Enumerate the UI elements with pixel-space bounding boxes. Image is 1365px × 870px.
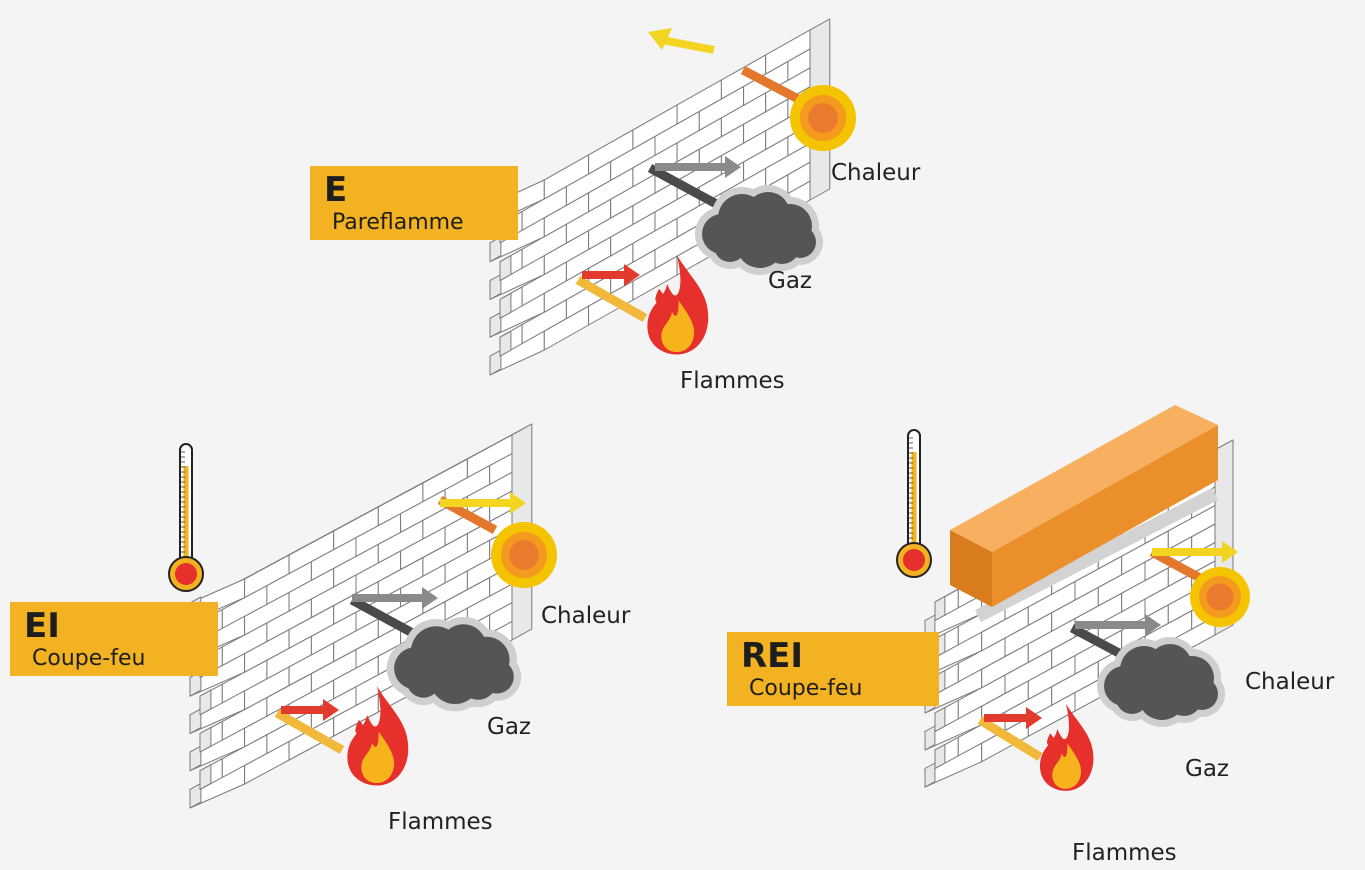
flame-rod xyxy=(575,276,648,322)
thermometer-icon xyxy=(168,443,204,592)
flame-rod xyxy=(977,716,1043,761)
flame-inner xyxy=(361,731,395,784)
brick-end xyxy=(489,274,502,300)
brick-end xyxy=(199,764,212,790)
gas-rod xyxy=(349,596,421,640)
panel-ei-subtitle: Coupe-feu xyxy=(32,646,146,671)
brick-end xyxy=(499,255,512,282)
brick-end xyxy=(499,292,512,319)
cloud-puff xyxy=(1166,680,1202,716)
brick-end xyxy=(924,725,936,751)
brick-end xyxy=(924,762,936,788)
gas-arrow xyxy=(655,156,741,178)
thermometer-icon xyxy=(896,429,932,578)
panel-ei-label-box: EI Coupe-feu xyxy=(10,602,218,676)
beam-shadow xyxy=(975,488,1218,622)
brick-end xyxy=(934,744,946,769)
thermometer-level xyxy=(183,466,189,580)
panel-e-subtitle: Pareflamme xyxy=(332,210,464,235)
heat-rod xyxy=(740,66,803,104)
brick-end xyxy=(189,745,202,772)
panel-e-label-box: E Pareflamme xyxy=(310,166,518,240)
flame-icon xyxy=(347,686,409,786)
gas-cloud-icon xyxy=(1097,637,1225,727)
brick-end xyxy=(199,726,212,753)
beam-top xyxy=(950,405,1218,552)
flame-inner xyxy=(661,300,695,353)
beam-end xyxy=(950,530,992,607)
gas-cloud-icon xyxy=(386,616,522,712)
panel-rei-heat-label: Chaleur xyxy=(1245,669,1335,695)
panel-ei-heat-label: Chaleur xyxy=(541,603,631,629)
cloud-puff xyxy=(764,228,800,264)
gas-arrow xyxy=(1075,614,1161,636)
load-beam xyxy=(950,405,1218,622)
panel-rei-label-box: REI Coupe-feu xyxy=(727,632,939,706)
thermometer-bulb xyxy=(175,563,197,585)
flame-arrow xyxy=(281,699,339,721)
panel-e-gas-label: Gaz xyxy=(768,268,812,294)
heat-arrow-shaft xyxy=(661,36,715,54)
heat-arrow-head xyxy=(648,28,672,50)
brick-end xyxy=(189,782,202,809)
flame-drop xyxy=(1046,733,1055,746)
panel-ei-code: EI xyxy=(24,606,60,646)
thermometer-bulb xyxy=(903,549,925,571)
flame-drop xyxy=(355,719,364,735)
gas-arrow xyxy=(352,587,438,609)
flame-arrow xyxy=(984,707,1042,729)
panel-rei-gas-label: Gaz xyxy=(1185,756,1229,782)
gas-cloud-icon xyxy=(695,185,823,275)
brick-end xyxy=(499,330,512,357)
brick-end xyxy=(189,708,202,734)
heat-sun-core xyxy=(509,540,539,570)
heat-arrow xyxy=(440,492,526,514)
flame-inner xyxy=(1052,743,1082,789)
flame-drop xyxy=(655,288,664,304)
panel-art-2 xyxy=(896,405,1250,791)
cloud-puff xyxy=(459,662,497,700)
panel-ei-gas-label: Gaz xyxy=(487,714,531,740)
heat-rod xyxy=(1149,548,1203,582)
brick-end xyxy=(199,689,212,716)
panel-e-flames-label: Flammes xyxy=(680,368,785,394)
brick-end xyxy=(934,707,946,732)
brick-end xyxy=(934,596,946,621)
panel-rei-subtitle: Coupe-feu xyxy=(749,676,863,701)
flame-rod xyxy=(274,709,345,754)
panel-ei-flames-label: Flammes xyxy=(388,809,493,835)
flame-icon xyxy=(647,255,709,355)
thermometer-level xyxy=(911,452,917,566)
panel-e-code: E xyxy=(324,170,348,210)
gas-rod xyxy=(647,164,723,210)
brick-end xyxy=(489,311,502,338)
panel-rei-code: REI xyxy=(741,636,804,676)
panel-rei-flames-label: Flammes xyxy=(1072,840,1177,866)
heat-sun-core xyxy=(1206,583,1234,611)
flame-arrow xyxy=(582,264,640,286)
beam-front xyxy=(992,425,1218,607)
brick-end xyxy=(489,349,502,376)
panel-art-1 xyxy=(168,423,557,809)
flame-icon xyxy=(1039,703,1094,791)
heat-sun-core xyxy=(808,103,838,133)
panel-e-heat-label: Chaleur xyxy=(831,160,921,186)
heat-arrow xyxy=(1152,541,1238,563)
